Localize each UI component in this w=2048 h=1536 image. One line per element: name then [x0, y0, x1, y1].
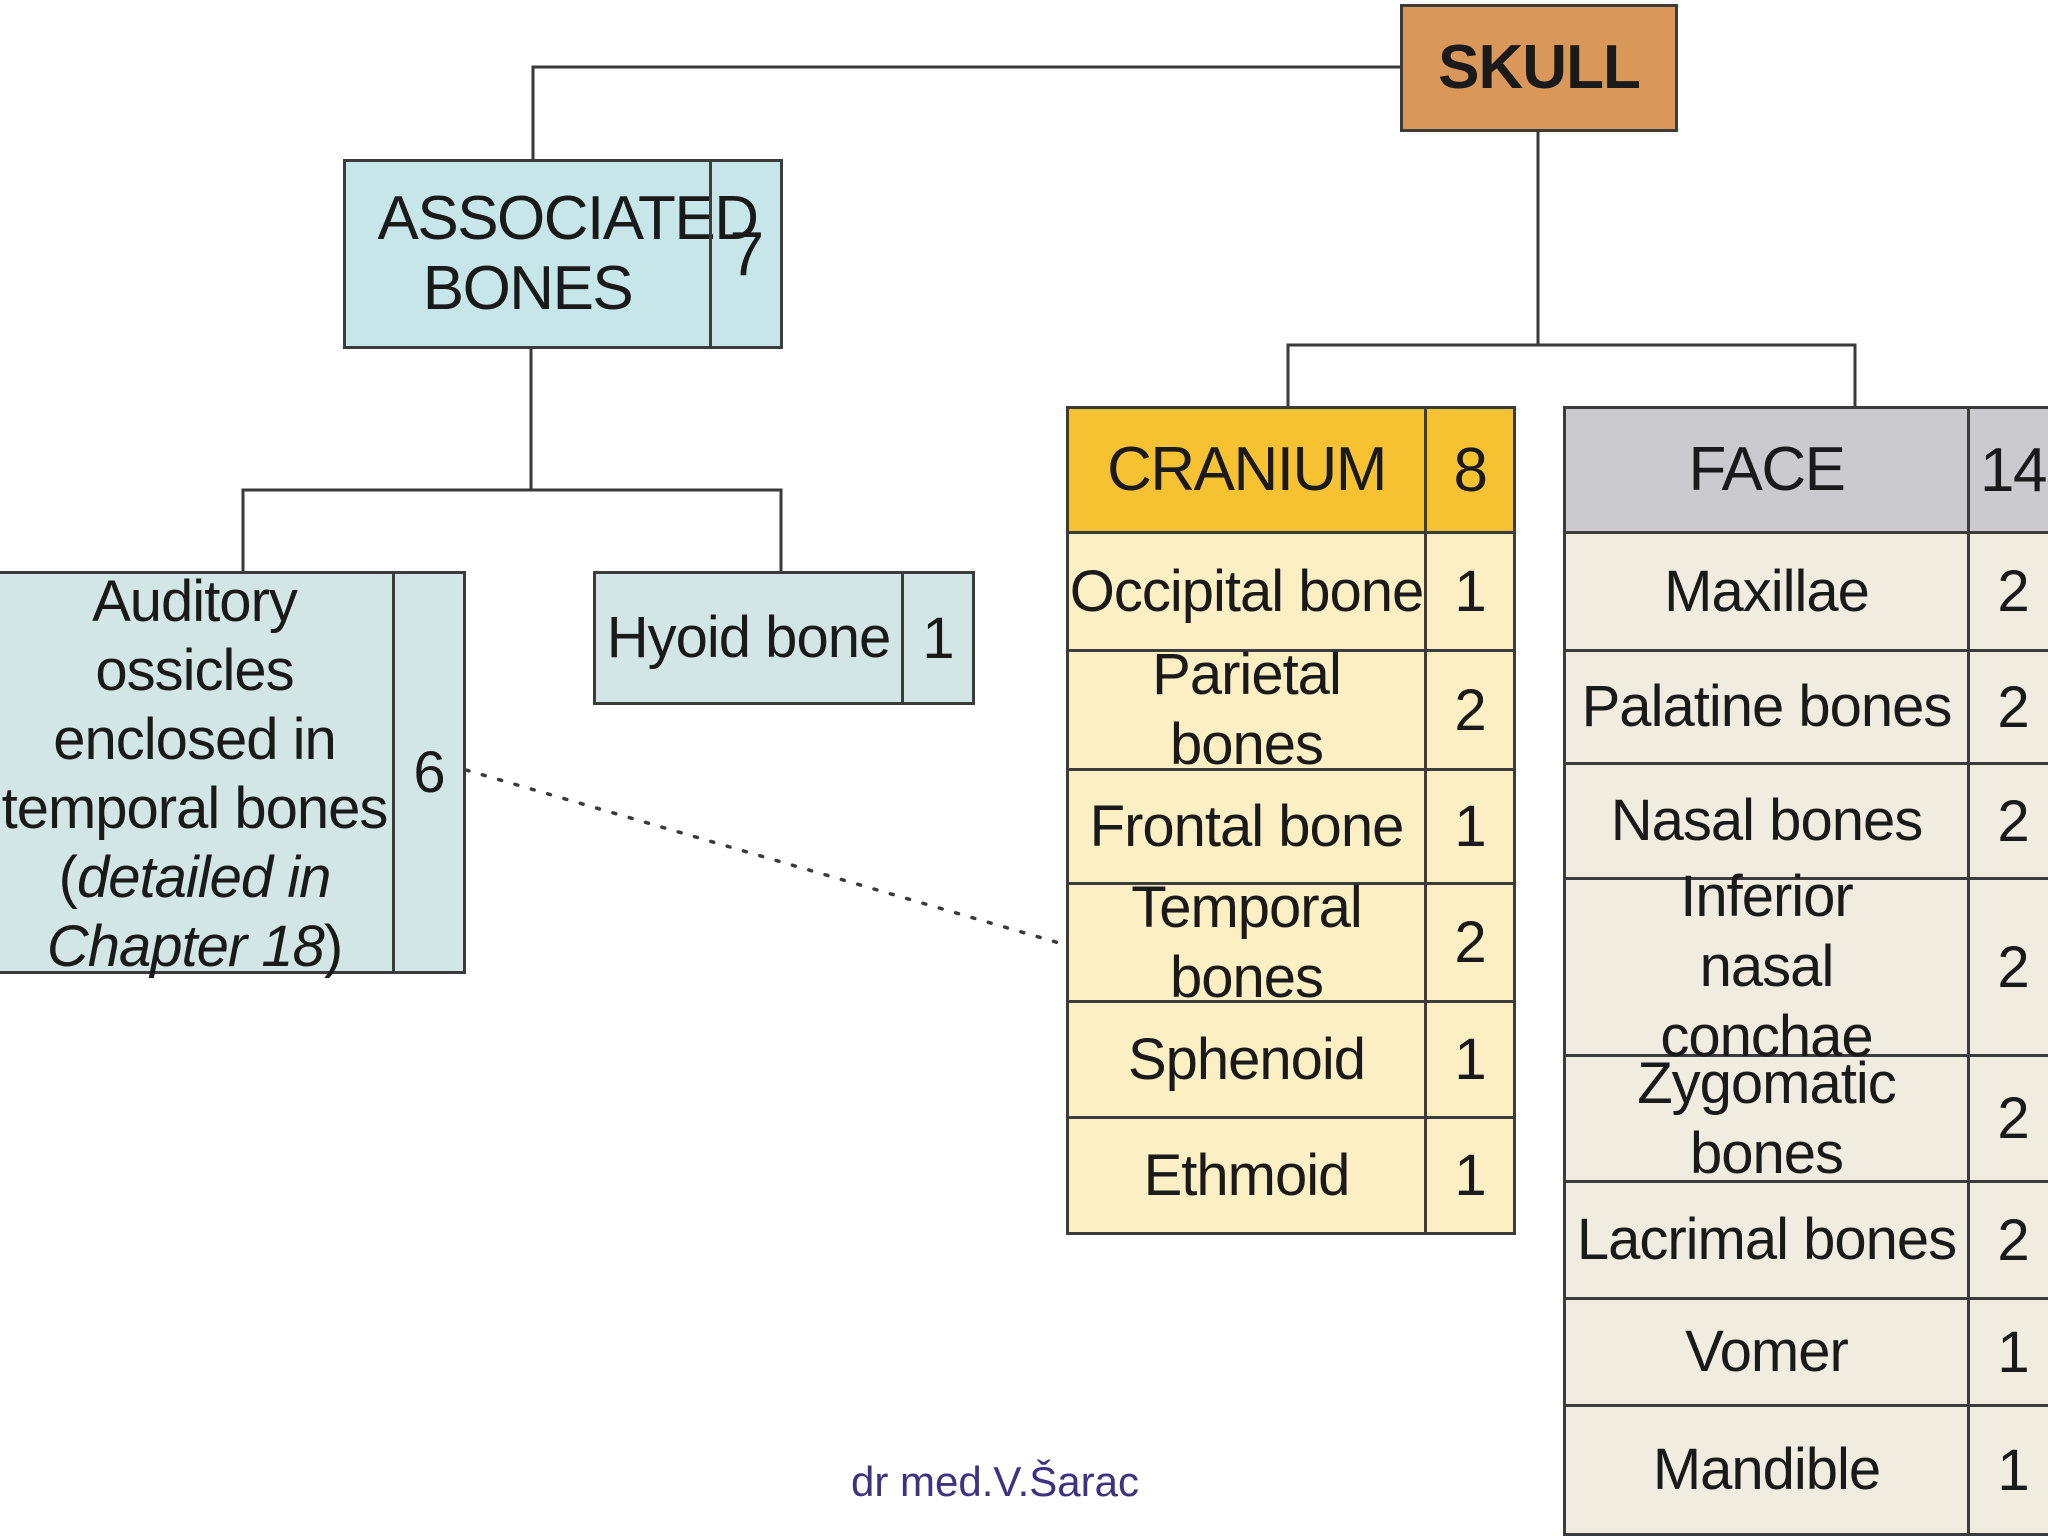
cranium-row-count: 1 [1424, 534, 1513, 649]
table-row: Zygomatic bones 2 [1566, 1050, 2048, 1186]
cranium-header-label: CRANIUM [1107, 434, 1387, 504]
associated-branch-bar [241, 488, 783, 571]
auditory-line-4-paren: ( [58, 844, 78, 910]
auditory-line-4-italic: detailed in [76, 844, 331, 910]
face-header-row: FACE 14 [1566, 409, 2048, 534]
table-row: Ethmoid 1 [1069, 1119, 1513, 1232]
cranium-row-label: Temporal bones [1131, 874, 1363, 1010]
auditory-ossicles-node: Auditory ossicles enclosed in temporal b… [0, 569, 466, 979]
face-row-label: Maxillae [1664, 558, 1870, 624]
hyoid-bone-count: 1 [901, 574, 972, 702]
table-row: Vomer 1 [1566, 1300, 2048, 1407]
face-row-label: Palatine bones [1581, 674, 1953, 740]
cranium-header-count: 8 [1424, 409, 1513, 531]
face-row-label: Lacrimal bones [1576, 1207, 1957, 1273]
face-row-label: Zygomatic bones [1637, 1050, 1897, 1186]
associated-bones-node: ASSOCIATED BONES 7 [343, 159, 783, 349]
face-row-label: Nasal bones [1610, 788, 1923, 854]
table-row: Mandible 1 [1566, 1407, 2048, 1533]
table-row: Lacrimal bones 2 [1566, 1183, 2048, 1300]
face-row-label: Vomer [1685, 1319, 1849, 1385]
skull-to-associated-line [531, 65, 1400, 159]
author-credit: dr med.V.Šarac [851, 1458, 1139, 1505]
auditory-line-1: Auditory ossicles [92, 568, 298, 703]
face-row-label: Mandible [1652, 1437, 1881, 1503]
table-row: Nasal bones 2 [1566, 765, 2048, 880]
cranium-row-count: 1 [1424, 771, 1513, 882]
face-row-count: 2 [1967, 534, 2048, 649]
skull-label: SKULL [1438, 32, 1641, 102]
face-header-label: FACE [1688, 434, 1846, 504]
cranium-row-label: Sphenoid [1127, 1026, 1366, 1092]
auditory-ossicles-label: Auditory ossicles enclosed in temporal b… [0, 569, 392, 979]
face-row-label: Inferior nasal conchae [1660, 864, 1873, 1069]
auditory-ossicles-count: 6 [392, 574, 463, 971]
face-row-count: 2 [1967, 880, 2048, 1054]
face-row-count: 2 [1967, 765, 2048, 877]
skull-branch-bar [1286, 343, 1857, 408]
auditory-line-5-italic: Chapter 18 [46, 913, 325, 979]
table-row: Frontal bone 1 [1069, 771, 1513, 885]
auditory-line-3: temporal bones [1, 775, 389, 841]
face-table: FACE 14 Maxillae 2 Palatine bones 2 Nasa… [1563, 406, 2048, 1536]
cranium-row-label: Ethmoid [1143, 1142, 1351, 1208]
skull-node: SKULL [1400, 4, 1678, 132]
cranium-row-label: Parietal bones [1152, 642, 1342, 777]
cranium-header-row: CRANIUM 8 [1069, 409, 1513, 534]
table-row: Temporal bones 2 [1069, 874, 1513, 1010]
cranium-row-label: Frontal bone [1089, 793, 1405, 859]
hyoid-bone-label: Hyoid bone [606, 605, 891, 671]
ossicles-to-temporal-dotted-line [464, 768, 1068, 947]
table-row: Occipital bone 1 [1069, 534, 1513, 652]
cranium-row-count: 1 [1424, 1003, 1513, 1116]
cranium-row-label: Occipital bone [1069, 558, 1425, 624]
associated-bones-label: ASSOCIATED BONES [377, 184, 760, 323]
face-row-count: 1 [1967, 1407, 2048, 1533]
table-row: Maxillae 2 [1566, 534, 2048, 652]
associated-bones-count: 7 [709, 162, 780, 346]
face-row-count: 2 [1967, 1183, 2048, 1297]
auditory-line-5-paren: ) [323, 913, 343, 979]
hyoid-bone-node: Hyoid bone 1 [593, 571, 975, 705]
face-row-count: 1 [1967, 1300, 2048, 1404]
face-row-count: 2 [1967, 652, 2048, 762]
table-row: Palatine bones 2 [1566, 652, 2048, 765]
table-row: Inferior nasal conchae 2 [1566, 864, 2048, 1069]
cranium-row-count: 1 [1424, 1119, 1513, 1232]
table-row: Sphenoid 1 [1069, 1003, 1513, 1119]
auditory-line-2: enclosed in [53, 706, 336, 772]
cranium-row-count: 2 [1424, 652, 1513, 768]
cranium-table: CRANIUM 8 Occipital bone 1 Parietal bone… [1066, 406, 1516, 1235]
cranium-row-count: 2 [1424, 885, 1513, 1000]
table-row: Parietal bones 2 [1069, 642, 1513, 777]
face-header-count: 14 [1967, 409, 2048, 531]
face-row-count: 2 [1967, 1057, 2048, 1180]
